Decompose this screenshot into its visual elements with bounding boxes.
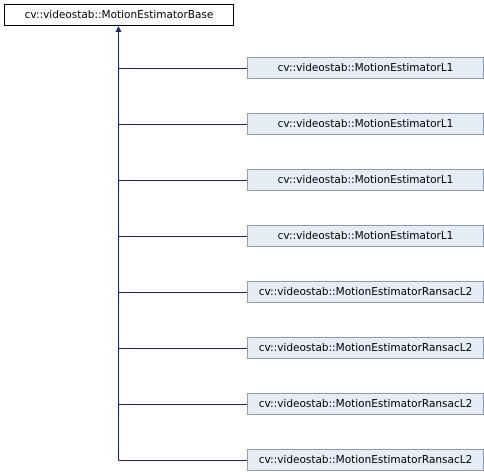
derived-class-node[interactable]: cv::videostab::MotionEstimatorL1 [247, 57, 484, 79]
derived-class-node[interactable]: cv::videostab::MotionEstimatorL1 [247, 169, 484, 191]
derived-class-node[interactable]: cv::videostab::MotionEstimatorRansacL2 [247, 449, 484, 471]
derived-class-node[interactable]: cv::videostab::MotionEstimatorL1 [247, 113, 484, 135]
base-class-node[interactable]: cv::videostab::MotionEstimatorBase [4, 4, 234, 26]
derived-class-node[interactable]: cv::videostab::MotionEstimatorL1 [247, 225, 484, 247]
derived-class-node[interactable]: cv::videostab::MotionEstimatorRansacL2 [247, 337, 484, 359]
inheritance-arrowhead [115, 26, 122, 32]
derived-class-node[interactable]: cv::videostab::MotionEstimatorRansacL2 [247, 393, 484, 415]
derived-class-node[interactable]: cv::videostab::MotionEstimatorRansacL2 [247, 281, 484, 303]
